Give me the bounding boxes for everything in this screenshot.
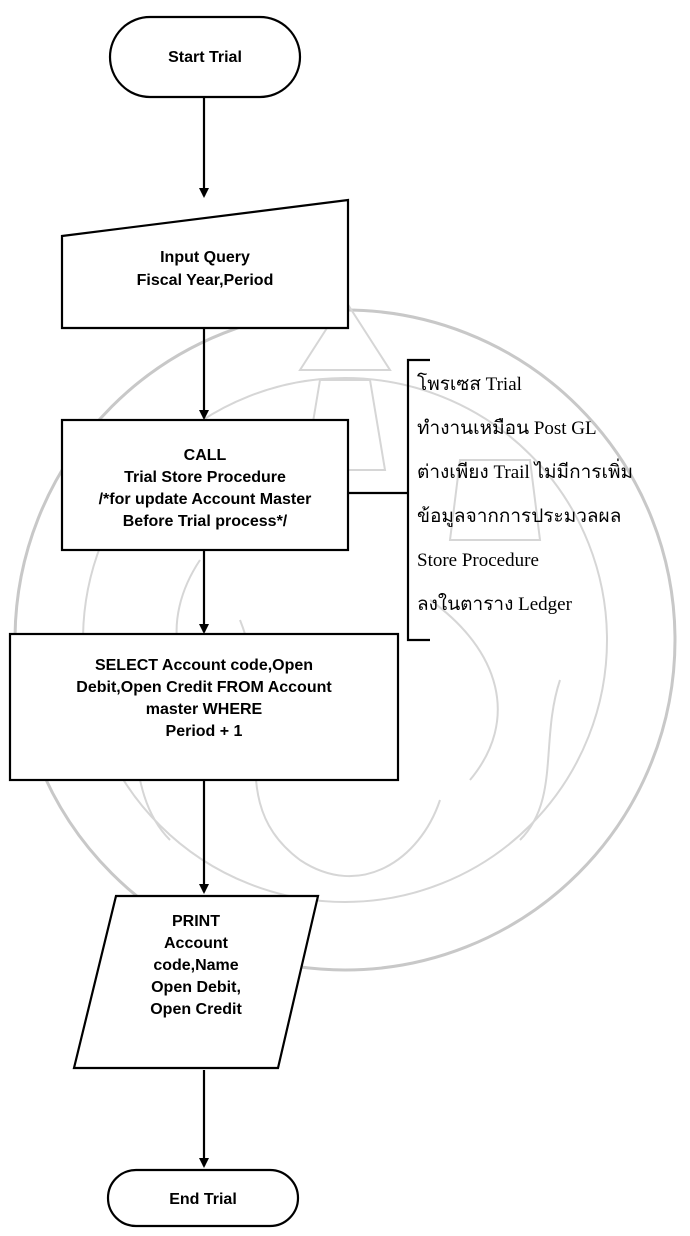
call-line-3: /*for update Account Master [99, 491, 312, 508]
start-node: Start Trial [108, 15, 302, 99]
annotation-line-5: Store Procedure [417, 550, 539, 571]
end-label: End Trial [169, 1191, 237, 1208]
input-line-2: Fiscal Year,Period [137, 272, 274, 289]
select-line-3: master WHERE [146, 701, 263, 718]
annotation-line-4: ข้อมูลจากการประมวลผล [417, 506, 621, 527]
annotation-block: โพรเซส Trial ทำงานเหมือน Post GL ต่างเพี… [406, 358, 633, 642]
print-line-1: PRINT [172, 913, 220, 930]
print-node: PRINT Account code,Name Open Debit, Open… [72, 894, 320, 1070]
annotation-line-6: ลงในตาราง Ledger [417, 593, 573, 615]
call-process-node: CALL Trial Store Procedure /*for update … [60, 418, 350, 552]
print-line-5: Open Credit [150, 1001, 242, 1018]
input-node: Input Query Fiscal Year,Period [60, 198, 350, 330]
annotation-line-1: โพรเซส Trial [417, 372, 522, 395]
select-line-2: Debit,Open Credit FROM Account [76, 679, 332, 696]
select-line-4: Period + 1 [166, 723, 243, 740]
call-line-1: CALL [184, 447, 227, 464]
call-line-4: Before Trial process*/ [123, 513, 288, 530]
select-process-node: SELECT Account code,Open Debit,Open Cred… [8, 632, 400, 782]
print-line-3: code,Name [153, 957, 238, 974]
start-label: Start Trial [168, 49, 242, 66]
print-line-2: Account [164, 935, 229, 952]
annotation-line-3: ต่างเพียง Trail ไม่มีการเพิ่ม [417, 458, 633, 483]
input-line-1: Input Query [160, 249, 250, 266]
end-node: End Trial [106, 1168, 300, 1228]
select-line-1: SELECT Account code,Open [95, 657, 313, 674]
annotation-line-2: ทำงานเหมือน Post GL [417, 418, 597, 439]
call-line-2: Trial Store Procedure [124, 469, 286, 486]
connectors [199, 96, 408, 1168]
print-line-4: Open Debit, [151, 979, 241, 996]
